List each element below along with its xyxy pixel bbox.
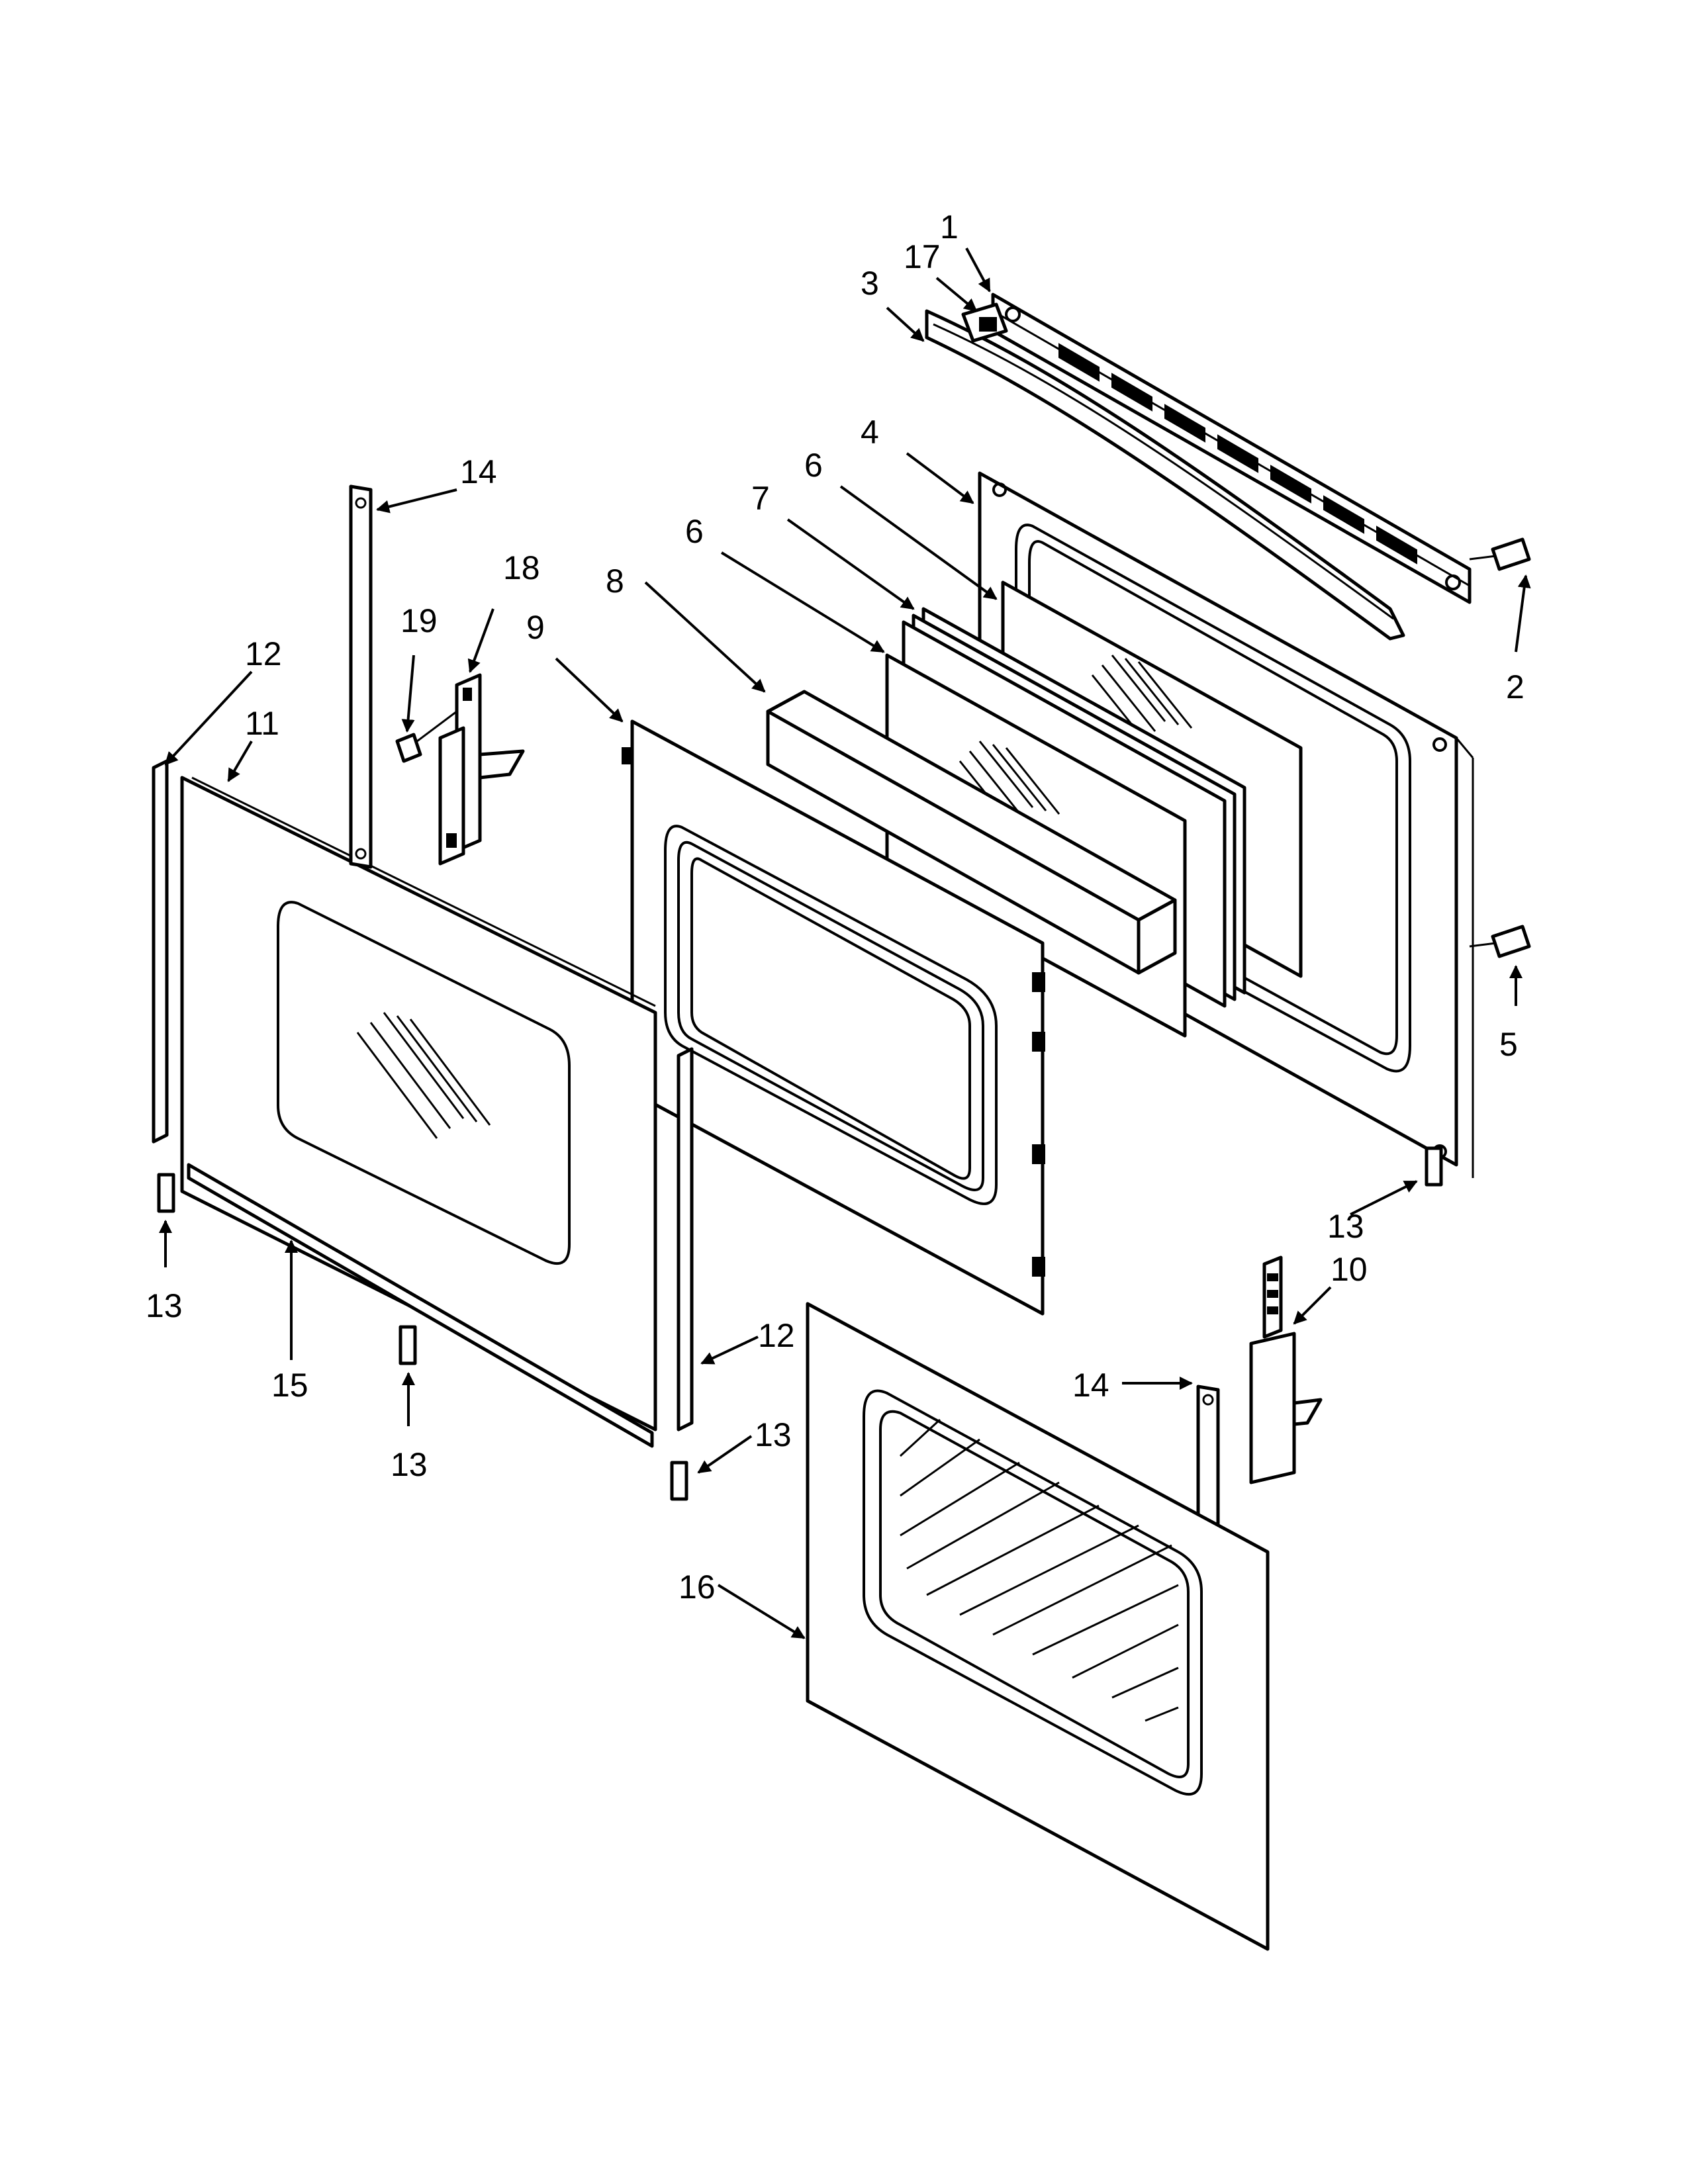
callout-label: 12 [758, 1317, 795, 1354]
callout-label: 13 [755, 1416, 792, 1453]
callout-label: 6 [804, 447, 823, 484]
callout-label: 3 [861, 265, 879, 302]
side-trim-part-12-right [677, 1047, 694, 1432]
callout-label: 13 [1327, 1208, 1364, 1245]
screw-part-13-right [1425, 1146, 1443, 1187]
callout-label: 19 [400, 602, 438, 639]
handle-clip-part-17 [961, 302, 1008, 343]
callout-label: 8 [606, 563, 624, 600]
callout-label: 5 [1499, 1026, 1518, 1063]
callout-labels: 1 2 3 4 5 6 6 7 8 9 10 11 12 12 13 13 13… [146, 208, 1524, 1606]
callout-label: 1 [940, 208, 959, 246]
callout-label: 10 [1331, 1251, 1368, 1288]
insulation-part-8 [766, 690, 1177, 975]
callout-label: 13 [391, 1446, 428, 1483]
callout-label: 7 [751, 480, 770, 517]
hinge-part-10 [1249, 1255, 1323, 1484]
side-trim-part-12-left [152, 759, 169, 1144]
hinge-screw-part-19 [395, 710, 457, 763]
screw-part-2 [1469, 537, 1531, 571]
door-liner-part-9 [622, 719, 1045, 1316]
vent-trim-part-1 [991, 293, 1472, 604]
callout-label: 12 [245, 635, 282, 672]
hinge-bracket-part-14-left [349, 484, 373, 869]
bottom-trim-part-15 [187, 1163, 654, 1448]
callout-label: 17 [904, 238, 941, 275]
leader-arrows [159, 248, 1531, 1639]
outer-door-part-16 [806, 1302, 1270, 1951]
screw-part-13-center [670, 1461, 688, 1501]
callout-label: 11 [245, 705, 279, 742]
screw-part-13-left [157, 1173, 175, 1213]
door-handle-part-3 [925, 309, 1405, 641]
screw-part-13-bottom [399, 1325, 417, 1365]
callout-label: 16 [679, 1569, 716, 1606]
callout-label: 6 [685, 513, 704, 550]
callout-label: 18 [503, 549, 540, 586]
callout-label: 15 [271, 1367, 308, 1404]
hinge-part-18 [438, 673, 525, 866]
callout-label: 9 [526, 609, 545, 646]
callout-label: 14 [1072, 1367, 1109, 1404]
callout-label: 13 [146, 1287, 183, 1324]
screw-part-5 [1469, 925, 1531, 958]
callout-label: 14 [460, 453, 497, 490]
outer-door-panel-part-11 [180, 776, 657, 1432]
callout-label: 4 [861, 414, 879, 451]
callout-label: 2 [1506, 668, 1524, 705]
